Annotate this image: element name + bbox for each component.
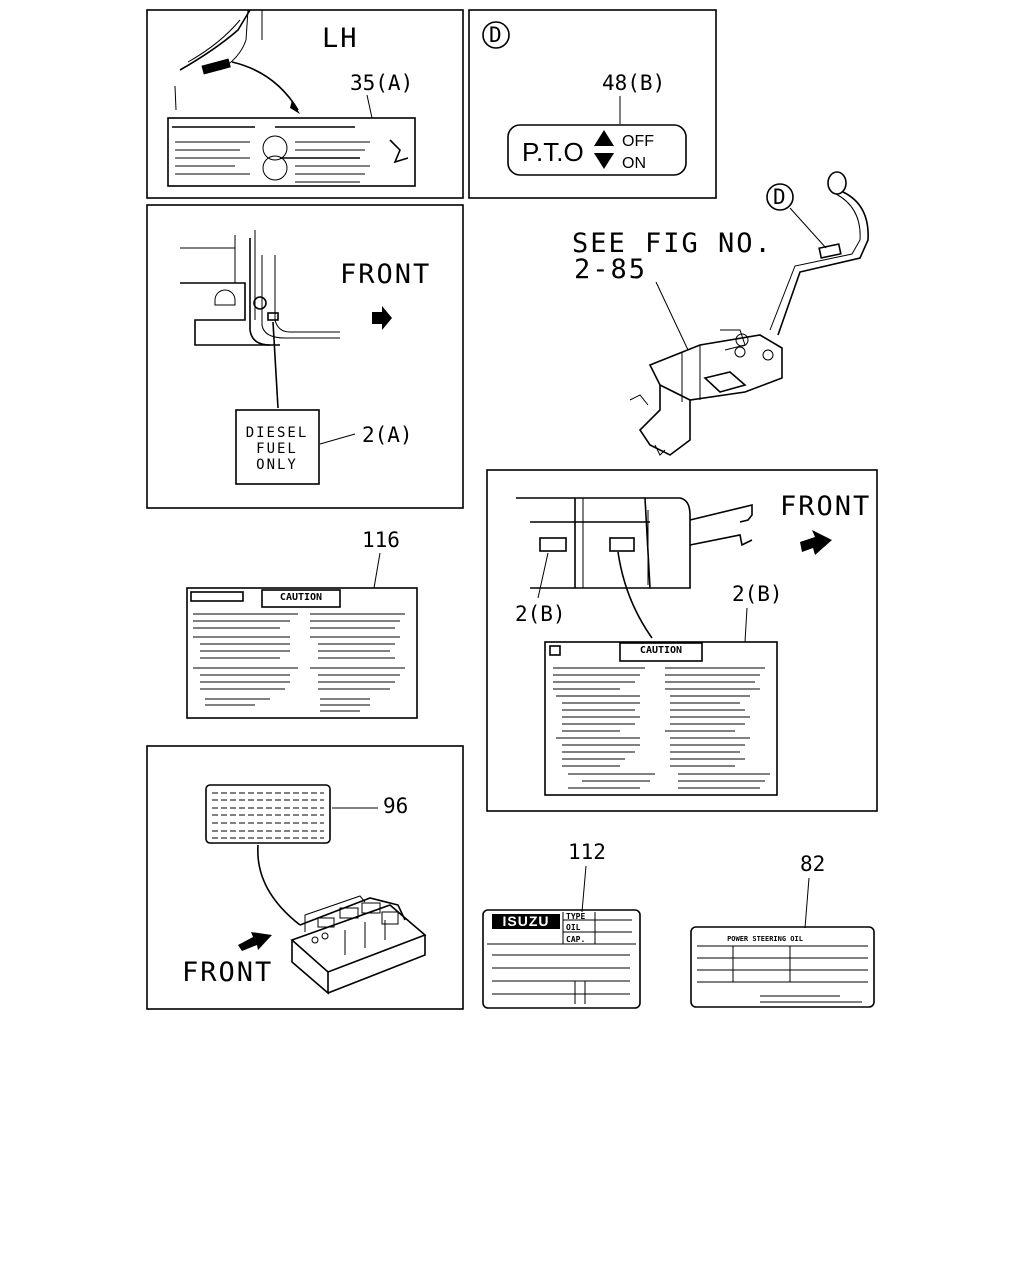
- part-number-2a: 2(A): [362, 423, 413, 447]
- diesel-line-3: ONLY: [256, 457, 298, 473]
- part-number-112: 112: [568, 840, 606, 864]
- isuzu-logo: ISUZU: [503, 913, 550, 929]
- pto-on: ON: [622, 155, 646, 172]
- part-number-48b: 48(B): [602, 71, 665, 95]
- marker-d-lever: D: [773, 185, 786, 209]
- diesel-line-2: FUEL: [256, 441, 298, 457]
- pto-lever-assembly: SEE FIG NO. 2-85 D: [572, 171, 869, 456]
- pto-off: OFF: [622, 133, 654, 150]
- plate-82-title: POWER STEERING OIL: [727, 935, 803, 943]
- front-label: FRONT: [340, 259, 431, 290]
- plate-row-type: TYPE: [566, 912, 585, 921]
- front-arrow-icon: [372, 306, 392, 330]
- pto-text: P.T.O: [522, 137, 584, 167]
- front-label-2b: FRONT: [780, 491, 871, 522]
- side-label: LH: [322, 23, 359, 54]
- see-fig-line-1: SEE FIG NO.: [572, 228, 773, 259]
- caution-116-title: CAUTION: [280, 592, 322, 603]
- front-arrow-icon-96: [238, 932, 272, 951]
- marker-d: D: [489, 23, 502, 47]
- plate-82: 82 POWER STEERING OIL: [690, 852, 875, 1008]
- part-number-96: 96: [383, 794, 408, 818]
- panel-diesel-label: FRONT DIESEL FUEL ONLY 2(A): [146, 204, 464, 509]
- plate-row-cap: CAP.: [566, 935, 585, 944]
- part-number-82: 82: [800, 852, 825, 876]
- part-number-35a: 35(A): [350, 71, 413, 95]
- panel-pto-label: D 48(B) P.T.O OFF ON: [468, 9, 717, 199]
- front-label-96: FRONT: [182, 957, 273, 988]
- panel-lh-label: LH 35(A): [146, 9, 464, 199]
- panel-cab-labels: FRONT 2(B) 2(B) CAUTION: [486, 469, 878, 812]
- see-fig-line-2: 2-85: [574, 254, 647, 285]
- part-number-2b-left: 2(B): [515, 602, 566, 626]
- caution-label-116: 116 CAUTION: [186, 528, 418, 719]
- up-arrow-icon: [594, 130, 614, 146]
- diesel-line-1: DIESEL: [246, 425, 309, 441]
- caution-2b-title: CAUTION: [640, 645, 682, 656]
- panel-block-96: 96 FRONT: [146, 745, 464, 1010]
- part-number-2b-right: 2(B): [732, 582, 783, 606]
- part-number-116: 116: [362, 528, 400, 552]
- down-arrow-icon: [594, 153, 614, 169]
- plate-112: 112 ISUZU TYPE OIL CAP.: [482, 840, 641, 1009]
- front-arrow-icon-2b: [800, 530, 832, 555]
- plate-row-oil: OIL: [566, 923, 581, 932]
